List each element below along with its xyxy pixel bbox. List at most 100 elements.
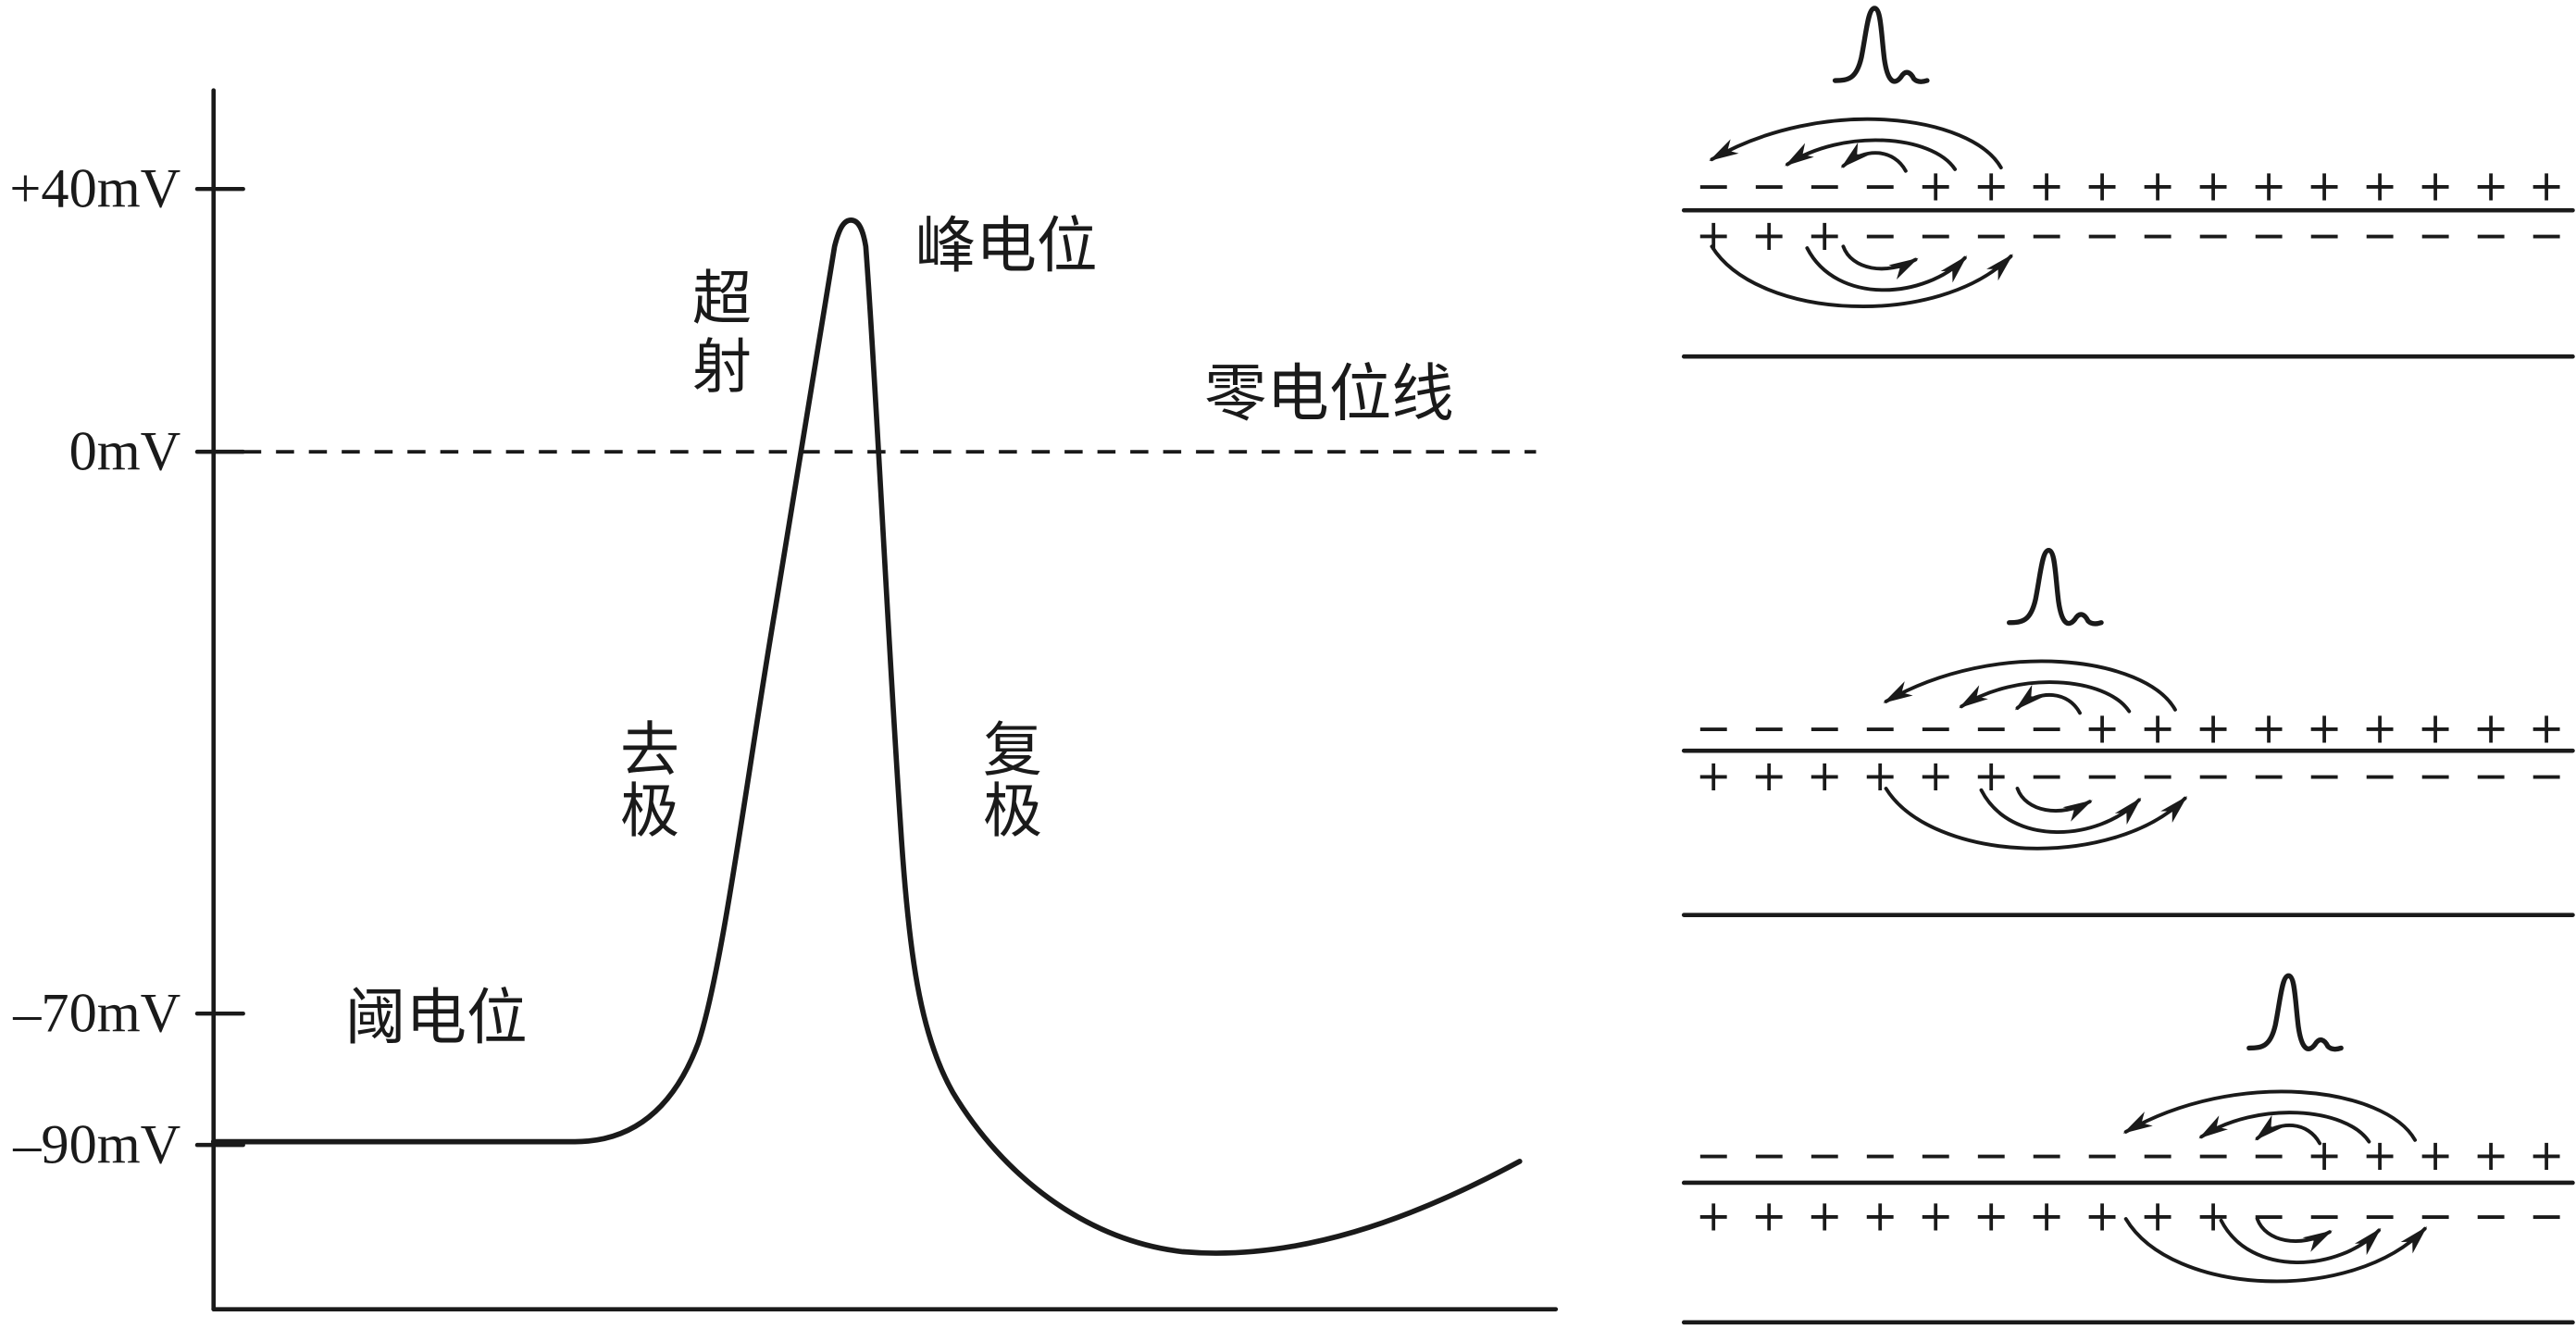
conduction-panel-2: −−−−−−−+++++++++++++++−−−−−−−−−− (1681, 551, 2575, 917)
negative-charge-sign: − (1918, 702, 1954, 752)
positive-charge-sign: + (1862, 1190, 1898, 1240)
current-arrow (1805, 246, 1968, 292)
negative-charge-sign: − (1862, 702, 1898, 752)
positive-charge-sign: + (2529, 1130, 2565, 1180)
positive-charge-sign: + (1807, 751, 1843, 801)
negative-charge-sign: − (1862, 1130, 1898, 1180)
conduction-panel-1: −−−−+++++++++++++++−−−−−−−−−−−−− (1681, 8, 2575, 359)
positive-charge-sign: + (1973, 161, 2010, 211)
negative-charge-sign: − (2418, 210, 2454, 260)
positive-charge-sign: + (2084, 161, 2121, 211)
tick-label-plus-40: +40mV (9, 158, 180, 220)
positive-charge-sign: + (2196, 1190, 2232, 1240)
negative-charge-sign: − (2140, 751, 2176, 801)
positive-charge-sign: + (2196, 161, 2232, 211)
negative-charge-sign: − (2362, 751, 2398, 801)
current-arrow (1883, 659, 2177, 712)
positive-charge-sign: + (1918, 751, 1954, 801)
negative-charge-sign: − (1751, 1130, 1787, 1180)
positive-charge-sign: + (1862, 751, 1898, 801)
tick-label-minus-90: –90mV (12, 1114, 180, 1176)
negative-charge-sign: − (1751, 702, 1787, 752)
negative-charge-sign: − (2251, 210, 2287, 260)
current-arrow (1841, 244, 1919, 280)
negative-charge-sign: − (2473, 1190, 2509, 1240)
negative-charge-sign: − (2418, 751, 2454, 801)
positive-charge-sign: + (1807, 1190, 1843, 1240)
negative-charge-sign: − (2140, 210, 2176, 260)
negative-charge-sign: − (2140, 1130, 2176, 1180)
membrane-potential-graph: +40mV 0mV –70mV –90mV 峰电位 零电位线 阈电位 (9, 88, 1559, 1311)
current-arrow (1884, 787, 2188, 851)
positive-charge-sign: + (2140, 1190, 2176, 1240)
positive-charge-sign: + (2251, 161, 2287, 211)
positive-charge-sign: + (2362, 161, 2398, 211)
zero-line-label: 零电位线 (1204, 360, 1454, 429)
negative-charge-sign: − (1807, 161, 1843, 211)
current-arrow (2219, 1218, 2382, 1265)
positive-charge-sign: + (1918, 161, 1954, 211)
negative-charge-sign: − (2029, 751, 2065, 801)
positive-charge-sign: + (2084, 702, 2121, 752)
tick-label-minus-70: –70mV (12, 983, 180, 1045)
positive-charge-sign: + (1696, 751, 1732, 801)
negative-charge-sign: − (1973, 1130, 2010, 1180)
negative-charge-sign: − (2196, 210, 2232, 260)
positive-charge-sign: + (2473, 702, 2509, 752)
positive-charge-sign: + (2529, 161, 2565, 211)
local-current-arrows (1883, 659, 2188, 851)
negative-charge-sign: − (1918, 1130, 1954, 1180)
positive-charge-sign: + (2362, 702, 2398, 752)
tick-label-0: 0mV (69, 421, 181, 483)
negative-charge-sign: − (2362, 1190, 2398, 1240)
negative-charge-sign: − (2084, 751, 2121, 801)
repolarization-label: 复极 (975, 718, 1040, 840)
current-arrow (2254, 1114, 2322, 1146)
negative-charge-sign: − (2084, 1130, 2121, 1180)
positive-charge-sign: + (2140, 702, 2176, 752)
positive-charge-sign: + (2307, 702, 2343, 752)
positive-charge-sign: + (2196, 702, 2232, 752)
positive-charge-sign: + (2418, 1130, 2454, 1180)
negative-charge-sign: − (2307, 210, 2343, 260)
positive-charge-sign: + (1751, 751, 1787, 801)
current-arrow (2255, 1217, 2333, 1252)
positive-charge-sign: + (1918, 1190, 1954, 1240)
negative-charge-sign: − (1973, 702, 2010, 752)
positive-charge-sign: + (2029, 161, 2065, 211)
current-arrow (2122, 1089, 2418, 1142)
negative-charge-sign: − (1973, 210, 2010, 260)
positive-charge-sign: + (2307, 1130, 2343, 1180)
negative-charge-sign: − (2196, 751, 2232, 801)
positive-charge-sign: + (1696, 210, 1732, 260)
action-potential-curve (210, 217, 1523, 1256)
negative-charge-sign: − (2029, 210, 2065, 260)
current-arrow (1959, 680, 2132, 714)
spike-waveform-icon (1836, 8, 1927, 81)
current-arrow (2198, 1111, 2371, 1144)
negative-charge-sign: − (1751, 161, 1787, 211)
peak-potential-label: 峰电位 (915, 213, 1098, 280)
current-arrow (1785, 138, 1958, 171)
positive-charge-sign: + (1807, 210, 1843, 260)
positive-charge-sign: + (2418, 702, 2454, 752)
negative-charge-sign: − (2529, 1190, 2565, 1240)
current-arrow (1840, 143, 1908, 173)
current-arrow (1709, 117, 2003, 170)
negative-charge-sign: − (2473, 210, 2509, 260)
negative-charge-sign: − (2473, 751, 2509, 801)
negative-charge-sign: − (1862, 161, 1898, 211)
positive-charge-sign: + (1973, 1190, 2010, 1240)
current-arrow (1979, 788, 2142, 834)
threshold-potential-label: 阈电位 (345, 985, 528, 1052)
spike-waveform-icon (2010, 551, 2101, 624)
overshoot-label: 超射 (684, 267, 750, 404)
local-current-arrows (2122, 1089, 2428, 1284)
negative-charge-sign: − (2251, 751, 2287, 801)
positive-charge-sign: + (2140, 161, 2176, 211)
negative-charge-sign: − (2362, 210, 2398, 260)
positive-charge-sign: + (2084, 1190, 2121, 1240)
current-arrow (2015, 787, 2093, 822)
negative-charge-sign: − (1807, 1130, 1843, 1180)
